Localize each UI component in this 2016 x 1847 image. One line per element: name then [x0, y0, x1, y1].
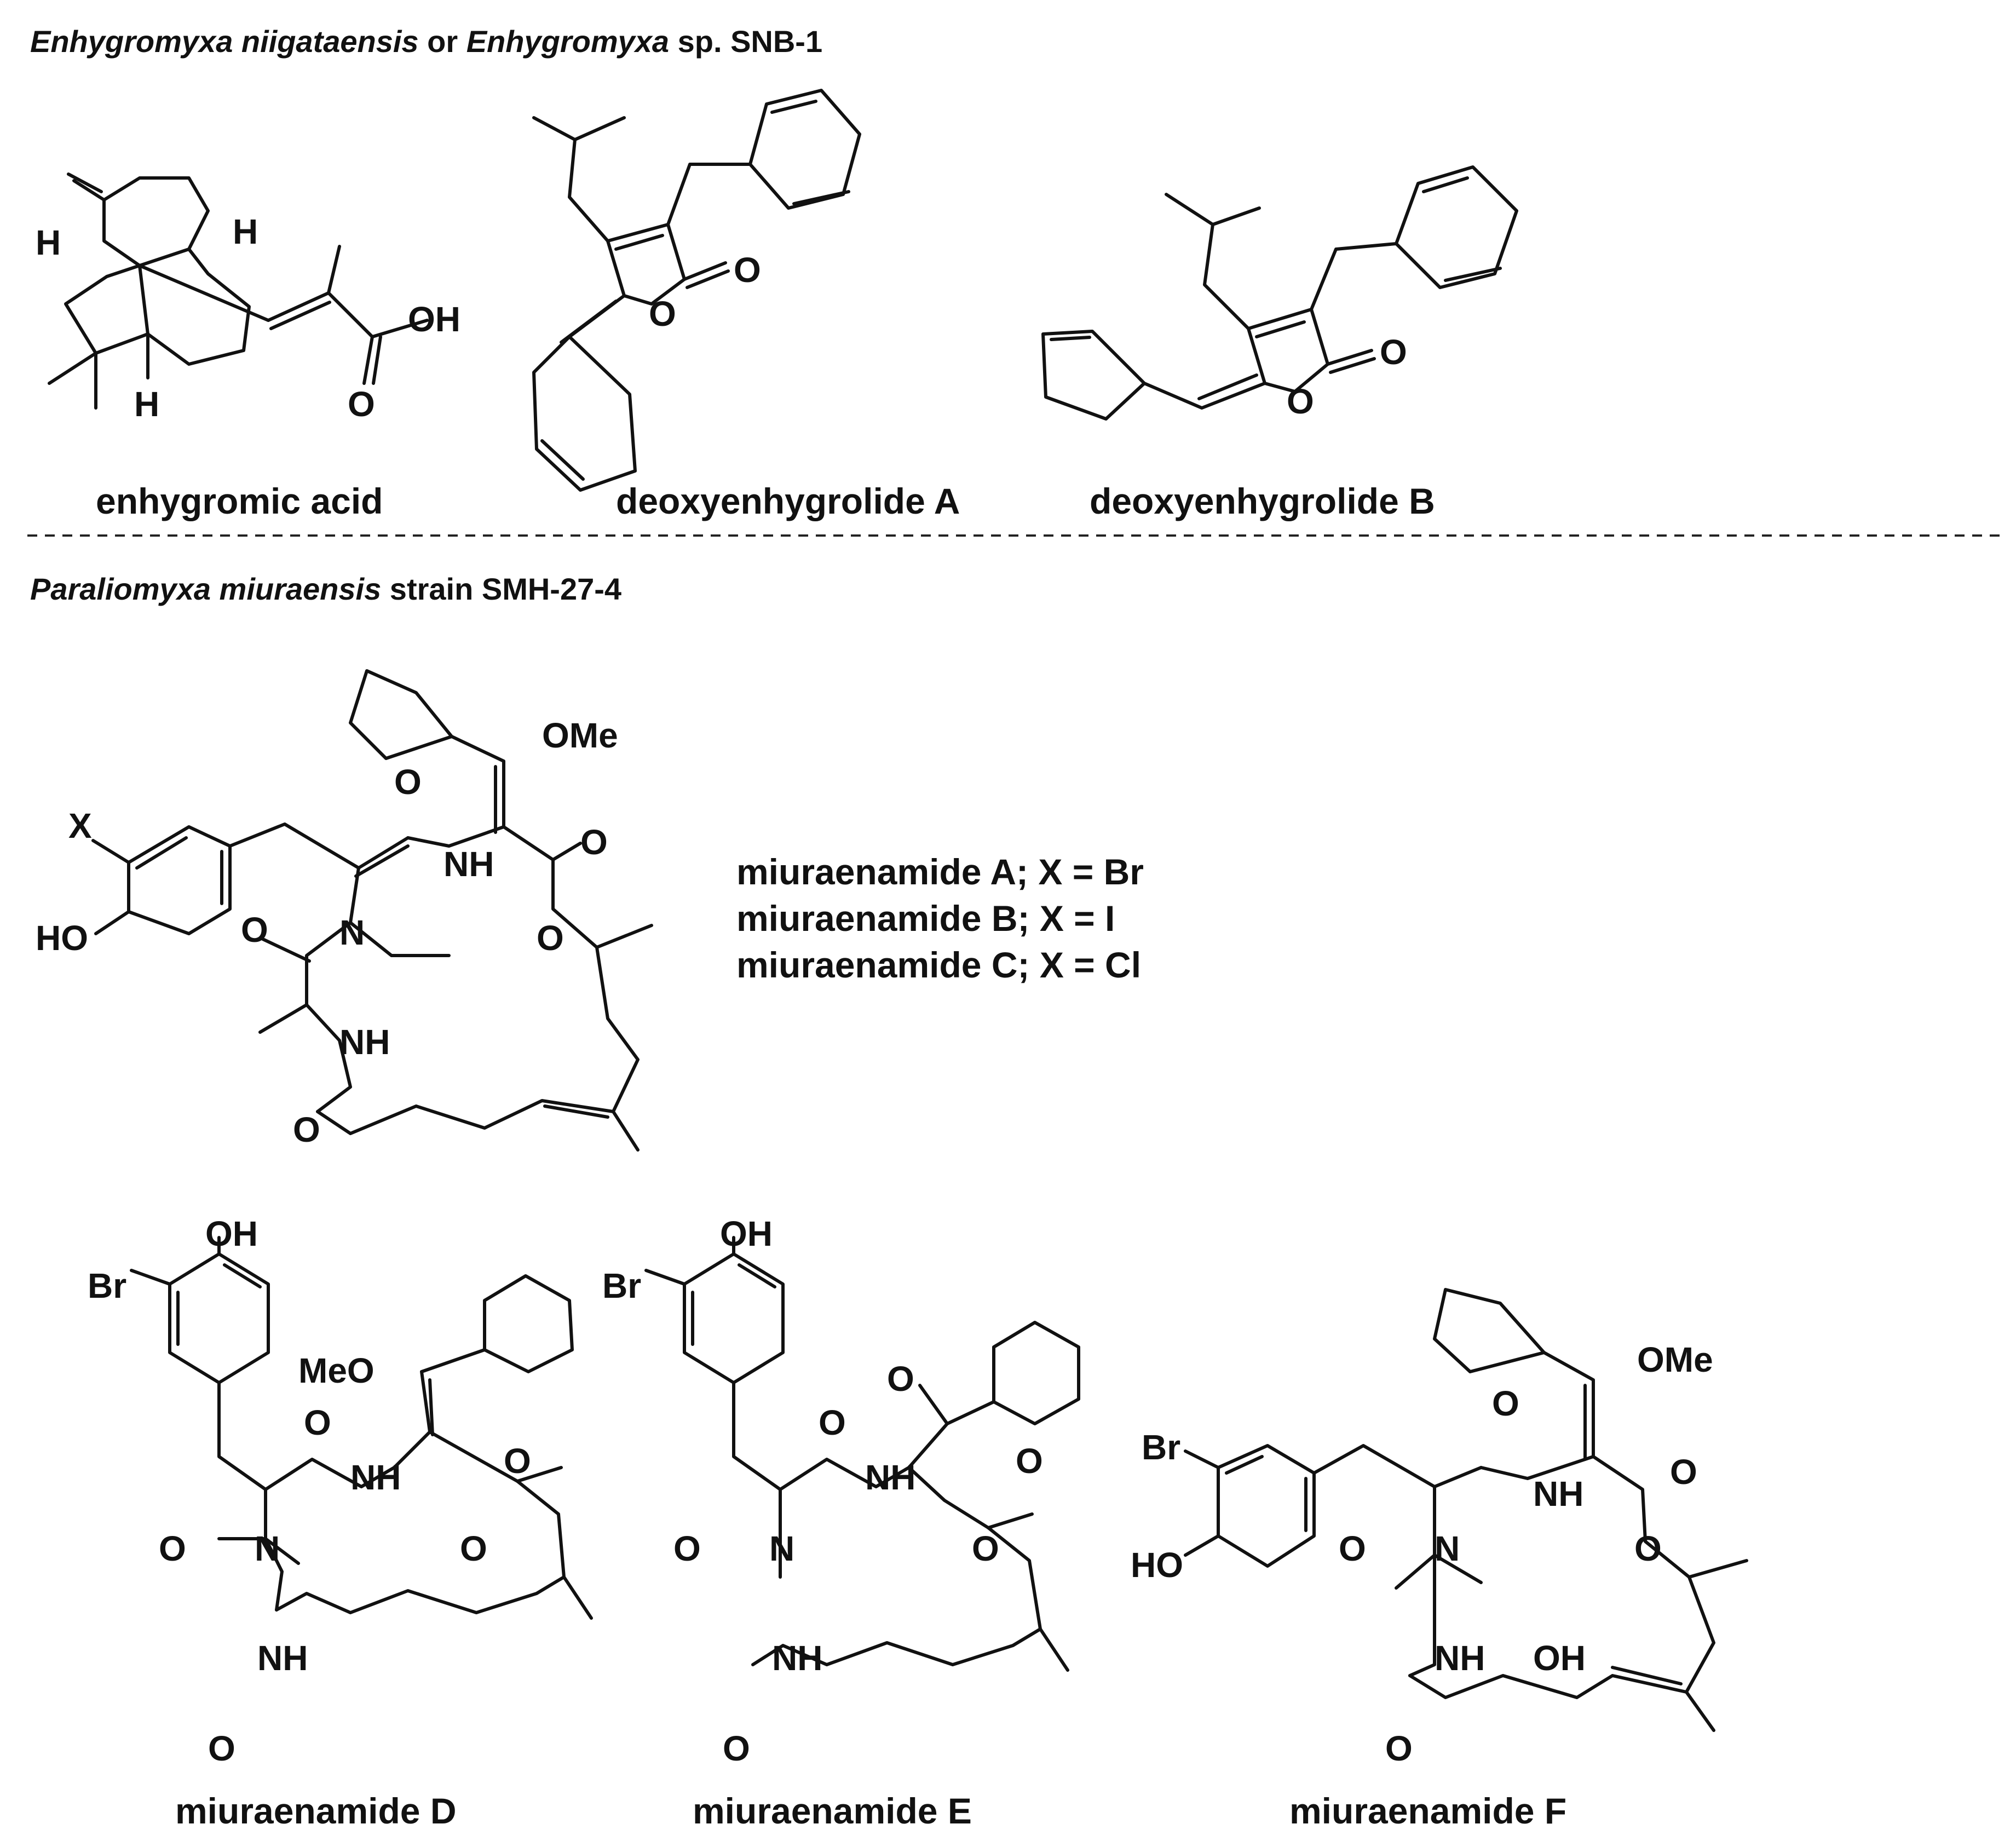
- atom-h-right: H: [233, 212, 258, 251]
- atom-br-f: Br: [1142, 1428, 1180, 1467]
- atom-o-ring-a: O: [649, 294, 676, 333]
- atom-oh-e: OH: [720, 1214, 773, 1253]
- atom-br-d: Br: [88, 1266, 126, 1305]
- label-miuraenamide-f: miuraenamide F: [1289, 1791, 1566, 1831]
- label-miuraenamide-a: miuraenamide A; X = Br: [736, 851, 1144, 892]
- label-miuraenamide-d: miuraenamide D: [175, 1791, 457, 1831]
- label-enhygromic-acid: enhygromic acid: [96, 481, 383, 521]
- atom-o-ring-f: O: [1634, 1529, 1662, 1568]
- atom-o-lactam: O: [293, 1110, 320, 1149]
- atom-ome-f: OMe: [1637, 1340, 1713, 1379]
- atom-o-amide2-e: O: [673, 1529, 701, 1568]
- structure-deoxyenhygrolide-a: O O: [532, 89, 861, 492]
- atom-n-e: N: [769, 1529, 794, 1568]
- atom-x: X: [68, 806, 92, 845]
- atom-o-ester-d: O: [504, 1441, 531, 1481]
- atom-nh-lower-d: NH: [257, 1638, 308, 1678]
- structure-miuraenamide-f: Br HO OMe O NH O O O N NH OH O: [1131, 1288, 1748, 1768]
- atom-h-bottom: H: [134, 384, 159, 424]
- atom-nh-amide: NH: [443, 844, 494, 884]
- label-deoxyenhygrolide-b: deoxyenhygrolide B: [1090, 481, 1435, 521]
- atom-o-carbonyl-a: O: [734, 250, 761, 290]
- section-heading-paraliomyxa: Paraliomyxa miuraensis strain SMH-27-4: [30, 572, 621, 606]
- atom-o-ester: O: [580, 822, 608, 862]
- section-heading-enhygromyxa: Enhygromyxa niigataensis or Enhygromyxa …: [30, 24, 822, 59]
- atom-o-amide2-f: O: [1339, 1529, 1366, 1568]
- atom-nh-e: NH: [865, 1458, 915, 1497]
- label-miuraenamide-c: miuraenamide C; X = Cl: [736, 945, 1141, 985]
- atom-o-lactam-e: O: [723, 1729, 750, 1768]
- atom-o-ring-d: O: [460, 1529, 487, 1568]
- atom-n-methyl: N: [339, 913, 365, 952]
- atom-o-ring: O: [537, 918, 564, 958]
- atom-o-amide-d: O: [304, 1403, 331, 1442]
- atom-o-carbonyl-b: O: [1380, 332, 1407, 372]
- atom-o-amide-2: O: [241, 910, 268, 950]
- atom-meo-d: MeO: [298, 1351, 375, 1390]
- atom-o-amide-e: O: [819, 1403, 846, 1442]
- atom-n-d: N: [255, 1529, 280, 1568]
- atom-o-acid: O: [348, 384, 375, 424]
- atom-o-lactam-d: O: [208, 1729, 235, 1768]
- atom-o-lactam-f: O: [1385, 1729, 1413, 1768]
- structure-miuraenamide-d: OH Br MeO O NH O O O N NH O: [88, 1214, 593, 1768]
- label-deoxyenhygrolide-a: deoxyenhygrolide A: [616, 481, 960, 521]
- atom-oh-f: OH: [1533, 1638, 1586, 1678]
- atom-n-f: N: [1435, 1529, 1460, 1568]
- atom-ome: OMe: [542, 716, 618, 755]
- atom-o-amide-1: O: [394, 762, 422, 802]
- label-miuraenamide-b: miuraenamide B; X = I: [736, 898, 1115, 939]
- atom-o-ketone-e: O: [887, 1359, 914, 1399]
- atom-nh-lower-e: NH: [772, 1638, 822, 1678]
- atom-o-ester-f: O: [1670, 1452, 1697, 1492]
- atom-o-amide-f: O: [1492, 1384, 1519, 1423]
- atom-oh-acid: OH: [408, 300, 460, 339]
- atom-h-left: H: [36, 223, 61, 262]
- atom-o-ring-e: O: [972, 1529, 999, 1568]
- structure-enhygromic-acid: H H H OH O: [36, 172, 460, 424]
- structure-deoxyenhygrolide-b: O O: [1041, 165, 1518, 421]
- atom-oh-d: OH: [205, 1214, 258, 1253]
- atom-nh-d: NH: [350, 1458, 401, 1497]
- atom-o-amide2-d: O: [159, 1529, 186, 1568]
- atom-nh-lower: NH: [339, 1022, 390, 1062]
- atom-o-ring-b: O: [1287, 382, 1314, 421]
- atom-nh-f: NH: [1533, 1474, 1583, 1514]
- atom-ho-f: HO: [1131, 1545, 1183, 1585]
- atom-o-ester-e: O: [1016, 1441, 1043, 1481]
- label-miuraenamide-e: miuraenamide E: [693, 1791, 972, 1831]
- structure-miuraenamide-e: OH Br O O NH O O O N NH O: [602, 1214, 1080, 1768]
- structure-miuraenamide-abc: X HO OMe O NH O O O N NH O: [36, 669, 653, 1152]
- atom-ho: HO: [36, 918, 88, 958]
- atom-br-e: Br: [602, 1266, 641, 1305]
- atom-nh-lower-f: NH: [1435, 1638, 1485, 1678]
